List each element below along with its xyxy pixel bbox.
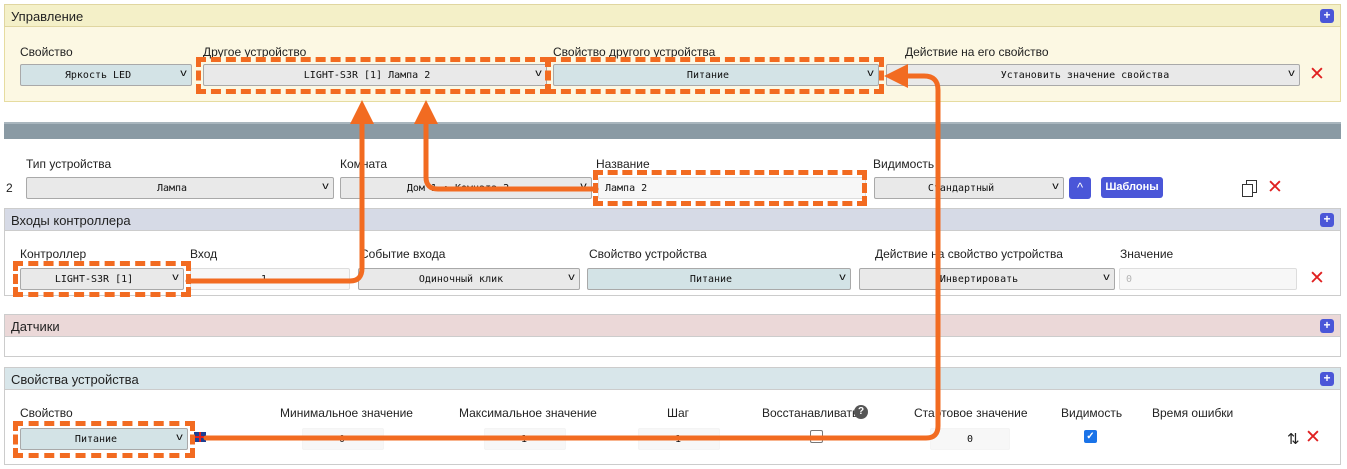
- chevron-down-icon: v: [1103, 272, 1110, 283]
- add-control-button[interactable]: +: [1320, 9, 1334, 23]
- prop-start-label: Стартовое значение: [914, 406, 1028, 420]
- annotation-box-controller: [13, 261, 191, 297]
- prop-max-input[interactable]: 1: [484, 428, 566, 450]
- close-icon: ✕: [1267, 176, 1283, 198]
- prop-max-label: Максимальное значение: [459, 406, 597, 420]
- chevron-down-icon: v: [180, 68, 187, 79]
- value-input[interactable]: 0: [1119, 268, 1297, 290]
- prop-step-input[interactable]: 1: [638, 428, 720, 450]
- control-other-property-label: Свойство другого устройства: [553, 45, 716, 59]
- prop-min-input[interactable]: 0: [302, 428, 384, 450]
- plus-icon: +: [1323, 8, 1331, 22]
- plus-icon: +: [1323, 318, 1331, 332]
- visibility-checkbox[interactable]: ✓: [1084, 430, 1097, 443]
- control-property-label: Свойство: [20, 45, 73, 59]
- chevron-down-icon: v: [580, 181, 587, 192]
- device-property-label: Свойство устройства: [589, 247, 707, 261]
- chevron-down-icon: v: [1052, 181, 1059, 192]
- device-type-label: Тип устройства: [26, 157, 112, 171]
- chevron-up-icon: ^: [1076, 180, 1084, 195]
- delete-device-button[interactable]: ✕: [1267, 178, 1283, 197]
- chevron-down-icon: v: [568, 272, 575, 283]
- delete-input-button[interactable]: ✕: [1309, 269, 1325, 288]
- input-action-label: Действие на свойство устройства: [875, 247, 1063, 261]
- annotation-box-prop-property: [13, 421, 195, 458]
- prop-property-label: Свойство: [20, 406, 73, 420]
- plus-icon: +: [1323, 371, 1331, 385]
- props-panel-title: Свойства устройства: [11, 372, 139, 387]
- annotation-box-other-property: [546, 57, 884, 94]
- controller-label: Контроллер: [20, 247, 87, 261]
- section-divider: [4, 122, 1341, 139]
- sort-arrows-icon[interactable]: ⇅: [1287, 430, 1300, 448]
- chevron-down-icon: v: [839, 272, 846, 283]
- arrowhead-up-1: [350, 100, 374, 124]
- uk-flag-icon: [194, 432, 206, 442]
- prop-visibility-label: Видимость: [1061, 406, 1123, 420]
- templates-button[interactable]: Шаблоны: [1101, 177, 1163, 198]
- prop-restore-label: Восстанавливать: [762, 406, 859, 420]
- add-property-button[interactable]: +: [1320, 372, 1334, 386]
- control-other-device-label: Другое устройство: [203, 45, 307, 59]
- input-label: Вход: [190, 247, 218, 261]
- value-label: Значение: [1120, 247, 1174, 261]
- device-room-label: Комната: [340, 157, 387, 171]
- arrowhead-up-2: [414, 100, 438, 124]
- chevron-down-icon: v: [1288, 68, 1295, 79]
- copy-icon[interactable]: [1242, 180, 1258, 197]
- sensors-panel-title: Датчики: [11, 319, 60, 334]
- add-input-button[interactable]: +: [1320, 213, 1334, 227]
- delete-control-button[interactable]: ✕: [1309, 65, 1325, 84]
- chevron-down-icon: v: [322, 181, 329, 192]
- event-label: Событие входа: [360, 247, 446, 261]
- input-number-field[interactable]: 1: [190, 268, 350, 290]
- close-icon: ✕: [1305, 426, 1321, 448]
- controller-select[interactable]: LIGHT-S3R [1]v: [20, 268, 184, 290]
- delete-property-button[interactable]: ✕: [1305, 428, 1321, 447]
- prop-start-input[interactable]: 0: [930, 428, 1010, 450]
- sensors-panel-header: Датчики +: [4, 314, 1341, 337]
- plus-icon: +: [1323, 212, 1331, 226]
- chevron-down-icon: v: [176, 432, 183, 443]
- inputs-panel-title: Входы контроллера: [11, 213, 131, 228]
- control-panel-title: Управление: [11, 9, 84, 24]
- control-action-label: Действие на его свойство: [905, 45, 1049, 59]
- control-panel-header: Управление +: [4, 4, 1341, 27]
- device-index: 2: [6, 181, 13, 195]
- prop-error-time-label: Время ошибки: [1152, 406, 1234, 420]
- collapse-button[interactable]: ^: [1069, 177, 1091, 199]
- annotation-box-device-name: [593, 170, 867, 206]
- close-icon: ✕: [1309, 63, 1325, 85]
- inputs-panel-header: Входы контроллера +: [4, 208, 1341, 231]
- prop-min-label: Минимальное значение: [280, 406, 413, 420]
- question-circle-icon[interactable]: ?: [854, 405, 868, 419]
- add-sensor-button[interactable]: +: [1320, 319, 1334, 333]
- device-name-label: Название: [596, 157, 650, 171]
- restore-checkbox[interactable]: [810, 430, 823, 443]
- device-visibility-label: Видимость: [873, 157, 935, 171]
- chevron-down-icon: v: [172, 272, 179, 283]
- close-icon: ✕: [1309, 267, 1325, 289]
- annotation-box-other-device: [196, 57, 550, 94]
- prop-step-label: Шаг: [667, 406, 690, 420]
- props-panel-header: Свойства устройства +: [4, 367, 1341, 390]
